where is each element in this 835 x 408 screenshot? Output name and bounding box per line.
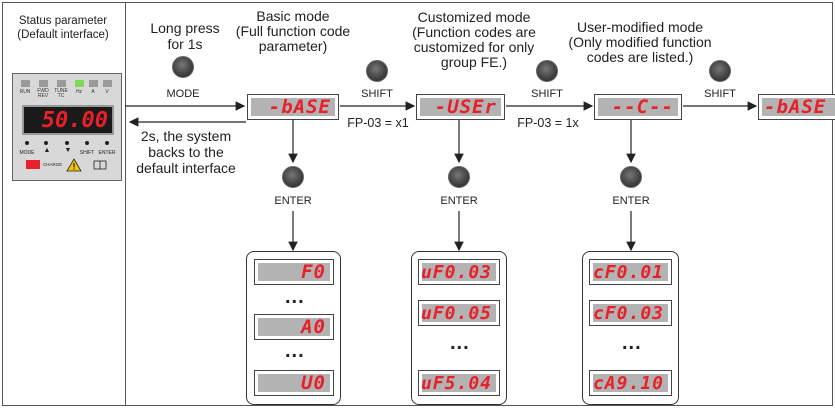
display-c: --C-- — [594, 94, 682, 120]
charge-indicator — [26, 160, 40, 169]
mode-key-label: MODE — [19, 150, 35, 156]
list-item: cA9.10 — [589, 370, 672, 396]
ellipsis-2: ... — [285, 340, 305, 362]
down-key[interactable] — [65, 141, 69, 145]
list-item: cF0.03 — [589, 300, 672, 326]
display-user: -USEr — [416, 94, 505, 120]
user-modified-mode-title: User-modified mode (Only modified functi… — [568, 19, 712, 65]
enter-button-icon-1 — [282, 166, 304, 188]
enter-key-label: ENTER — [98, 150, 116, 156]
return-note: 2s, the system backs to the default inte… — [136, 128, 236, 176]
list-item: U0 — [254, 370, 334, 396]
long-press-label: Long press for 1s — [150, 20, 220, 52]
display-c-value: --C-- — [611, 96, 674, 118]
tune-tc-led-label: TUNE TC — [54, 88, 68, 99]
keypad-panel: RUN FWD REV TUNE TC Hz A V 50.00 MODE ▲ … — [12, 73, 122, 181]
enter-label-1: ENTER — [274, 195, 312, 207]
ellipsis-4: ... — [622, 332, 642, 354]
manual-book-icon — [93, 160, 107, 170]
customized-list-group: uF0.03 uF0.05 ... uF5.04 — [411, 251, 507, 405]
a-led-label: A — [91, 89, 95, 95]
list-item-value: uF0.05 — [420, 302, 492, 324]
display-base-value: -bASE — [268, 96, 331, 118]
display-base: -bASE — [247, 94, 339, 120]
fp03-1x-label: FP-03 = 1x — [517, 116, 579, 130]
shift-key[interactable] — [85, 141, 89, 145]
ellipsis-3: ... — [450, 332, 470, 354]
a-led — [89, 80, 98, 87]
list-item-value: U0 — [301, 372, 326, 394]
display-user-value: -USEr — [434, 96, 497, 118]
list-item: cF0.01 — [589, 259, 672, 285]
customized-mode-title: Customized mode (Function codes are cust… — [412, 9, 536, 70]
up-key[interactable] — [44, 141, 48, 145]
list-item: uF0.03 — [418, 259, 500, 285]
list-item: uF5.04 — [418, 370, 500, 396]
up-key-label: ▲ — [43, 147, 51, 154]
keypad-display: 50.00 — [22, 105, 114, 135]
list-item: uF0.05 — [418, 300, 500, 326]
list-item-value: A0 — [301, 316, 326, 338]
list-item-value: uF0.03 — [420, 261, 492, 283]
list-item-value: uF5.04 — [420, 372, 492, 394]
list-item-value: cA9.10 — [592, 372, 664, 394]
list-item: A0 — [254, 314, 334, 340]
shift-label-2: SHIFT — [531, 88, 563, 100]
shift-button-icon-3 — [709, 60, 731, 82]
shift-key-label: SHIFT — [79, 150, 95, 156]
fwd-rev-led — [39, 80, 48, 87]
enter-label-2: ENTER — [440, 195, 478, 207]
fwd-rev-led-label: FWD REV — [37, 88, 49, 99]
status-parameter-title: Status parameter (Default interface) — [17, 15, 109, 41]
list-item: F0 — [254, 259, 334, 285]
display-base-end-value: -bASE — [764, 96, 827, 118]
enter-button-icon-3 — [620, 166, 642, 188]
enter-label-3: ENTER — [612, 195, 650, 207]
list-item-value: cF0.01 — [592, 261, 664, 283]
panel-divider — [125, 2, 126, 406]
v-led-label: V — [105, 89, 109, 95]
run-led — [21, 80, 30, 87]
warning-icon — [66, 158, 82, 172]
ellipsis-1: ... — [285, 286, 305, 308]
down-key-label: ▼ — [64, 147, 72, 154]
enter-key[interactable] — [105, 141, 109, 145]
list-item-value: cF0.03 — [592, 302, 664, 324]
tune-tc-led — [57, 80, 66, 87]
hz-led — [75, 80, 84, 87]
display-base-end: -bASE — [758, 94, 835, 120]
hz-led-label: Hz — [75, 89, 83, 95]
shift-button-icon-2 — [536, 60, 558, 82]
enter-button-icon-2 — [448, 166, 470, 188]
basic-mode-title: Basic mode (Full function code parameter… — [235, 8, 351, 54]
list-item-value: F0 — [301, 261, 326, 283]
charge-label: CHARGE — [43, 162, 63, 167]
run-led-label: RUN — [19, 89, 31, 95]
shift-label-1: SHIFT — [361, 88, 393, 100]
mode-label: MODE — [166, 88, 200, 100]
mode-key[interactable] — [25, 141, 29, 145]
basic-list-group: F0 ... A0 ... U0 — [246, 251, 341, 405]
mode-button-icon — [172, 56, 194, 78]
modified-list-group: cF0.01 cF0.03 ... cA9.10 — [582, 251, 679, 405]
keypad-display-value: 50.00 — [41, 107, 108, 133]
fp03-x1-label: FP-03 = x1 — [347, 116, 409, 130]
shift-button-icon-1 — [366, 60, 388, 82]
v-led — [103, 80, 112, 87]
shift-label-3: SHIFT — [704, 88, 736, 100]
